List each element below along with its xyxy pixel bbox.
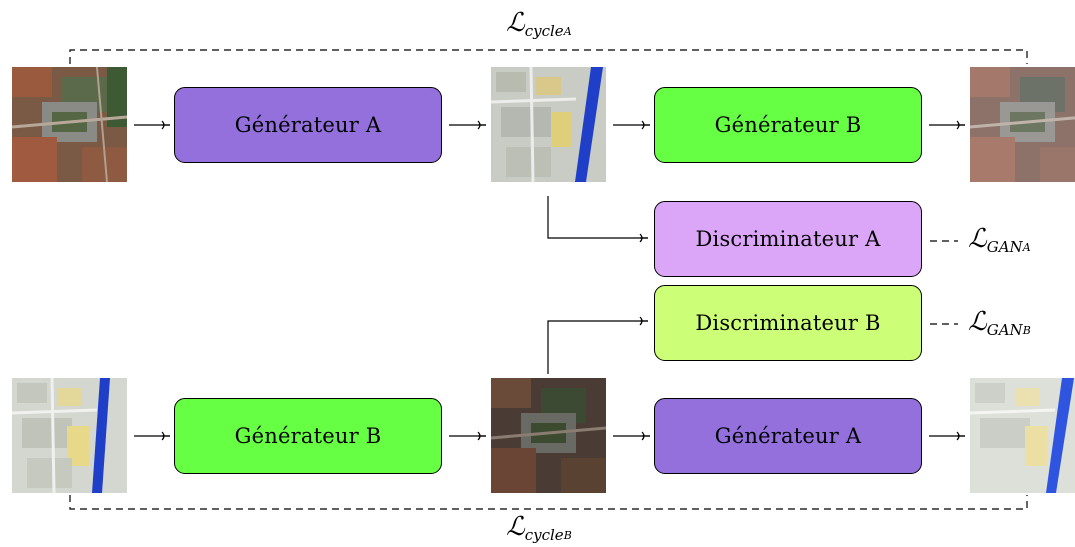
loss-cycle-a: ℒcycleA [506, 8, 572, 40]
discriminator-a-box: Discriminateur A [654, 201, 922, 277]
top-input-aerial-image [12, 67, 127, 182]
loss-gan-b: ℒGANB [968, 307, 1031, 339]
bottom-reconstructed-map-image [970, 378, 1075, 493]
discriminator-a-label: Discriminateur A [695, 227, 881, 251]
arrow [547, 196, 648, 243]
top-generator-a-box: Générateur A [174, 87, 442, 163]
cycle-b-dashed-line [69, 495, 1028, 510]
top-reconstructed-aerial-image [970, 67, 1075, 182]
discriminator-b-box: Discriminateur B [654, 285, 922, 361]
top-generator-b-label: Générateur B [714, 113, 862, 137]
loss-cycle-b: ℒcycleB [506, 512, 572, 544]
bottom-generator-b-box: Générateur B [174, 398, 442, 474]
bottom-generator-a-box: Générateur A [654, 398, 922, 474]
loss-gan-a: ℒGANA [968, 224, 1031, 256]
arrow [547, 316, 648, 374]
bottom-generated-aerial-image [491, 378, 606, 493]
bottom-generator-a-label: Générateur A [714, 424, 862, 448]
top-generated-map-image [491, 67, 606, 182]
discriminator-b-label: Discriminateur B [695, 311, 881, 335]
cycle-a-dashed-line [69, 49, 1028, 64]
bottom-input-map-image [12, 378, 127, 493]
bottom-generator-b-label: Générateur B [234, 424, 382, 448]
top-generator-b-box: Générateur B [654, 87, 922, 163]
top-generator-a-label: Générateur A [234, 113, 382, 137]
